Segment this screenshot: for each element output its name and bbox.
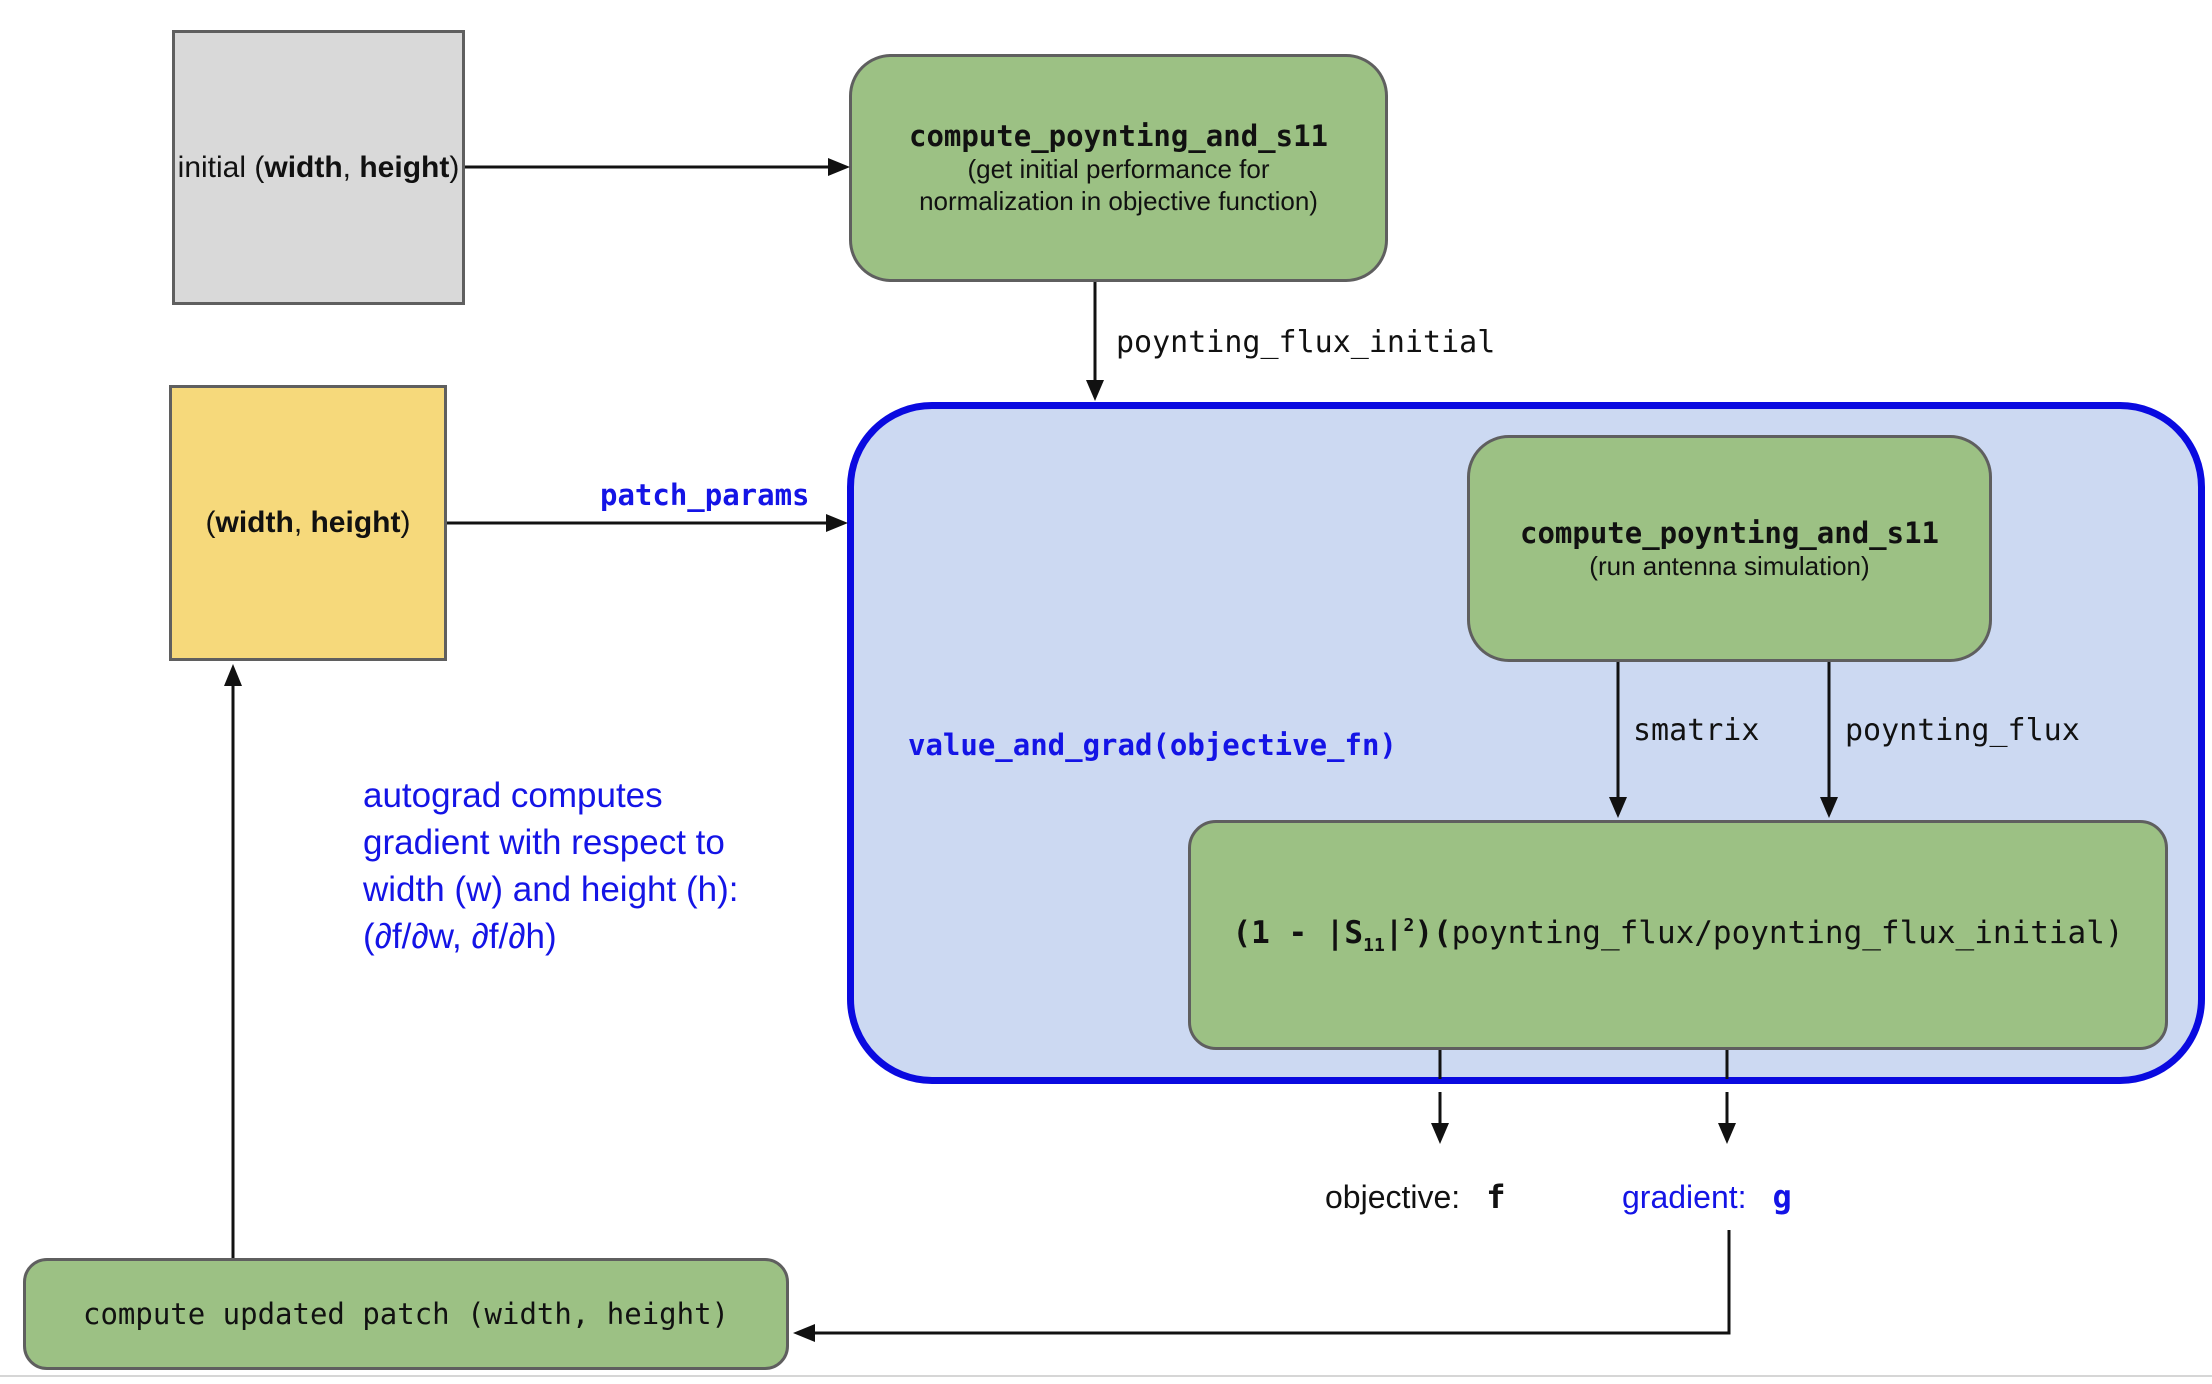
patch-prefix: ( xyxy=(205,506,216,539)
formula-suffix: ) xyxy=(2104,914,2124,951)
edge-label-patch-params: patch_params xyxy=(600,478,810,512)
arrowhead-update-to-patch xyxy=(224,664,242,686)
autograd-note: autograd computes gradient with respect … xyxy=(363,772,738,960)
gradient-output-label: gradient: xyxy=(1622,1179,1747,1215)
formula-close-bold: )( xyxy=(1414,914,1452,951)
compute-initial-subtitle-line2: normalization in objective function) xyxy=(919,186,1318,217)
patch-params-box: (width, height) xyxy=(169,385,447,661)
initial-params-separator: , xyxy=(342,150,360,184)
arrowhead-initial-to-compute-initial xyxy=(828,158,850,176)
formula-abs-bar: | xyxy=(1384,914,1404,951)
initial-params-width: width xyxy=(264,150,343,184)
compute-sim-subtitle: (run antenna simulation) xyxy=(1589,550,1870,581)
initial-params-label: initial (width, height) xyxy=(178,151,460,185)
patch-suffix: ) xyxy=(400,506,411,539)
patch-separator: , xyxy=(293,506,311,539)
edge-label-poynting-flux: poynting_flux xyxy=(1845,713,2080,748)
patch-width: width xyxy=(215,506,294,539)
autograd-note-line4: (∂f/∂w, ∂f/∂h) xyxy=(363,917,557,956)
compute-update-box: compute updated patch (width, height) xyxy=(23,1258,789,1370)
patch-params-label: (width, height) xyxy=(206,506,411,540)
gradient-output: gradient: g xyxy=(1622,1178,1792,1216)
compute-initial-title: compute_poynting_and_s11 xyxy=(908,119,1329,154)
arrowhead-formula-to-gradient xyxy=(1718,1123,1736,1144)
formula-superscript: 2 xyxy=(1403,914,1415,936)
compute-initial-subtitle-line1: (get initial performance for xyxy=(967,154,1270,185)
arrowhead-patch-to-container xyxy=(826,514,848,532)
autograd-note-line3: width (w) and height (h): xyxy=(363,870,739,909)
page-bottom-divider xyxy=(0,1375,2212,1377)
objective-formula-box: (1 - |S11|2)(poynting_flux/poynting_flux… xyxy=(1188,820,2168,1050)
edge-label-poynting-flux-initial: poynting_flux_initial xyxy=(1116,325,1496,360)
objective-output: objective: f xyxy=(1325,1178,1505,1216)
arrowhead-compute-initial-to-container xyxy=(1086,380,1104,401)
compute-initial-box: compute_poynting_and_s11 (get initial pe… xyxy=(849,54,1388,282)
formula-body: poynting_flux/poynting_flux_initial xyxy=(1451,914,2105,951)
autograd-note-line1: autograd computes xyxy=(363,776,663,815)
patch-height: height xyxy=(310,506,401,539)
gradient-output-value: g xyxy=(1772,1178,1792,1216)
compute-sim-title: compute_poynting_and_s11 xyxy=(1519,515,1940,550)
edge-label-smatrix: smatrix xyxy=(1633,713,1760,748)
compute-update-label: compute updated patch (width, height) xyxy=(82,1297,729,1331)
formula-subscript: 11 xyxy=(1363,934,1385,956)
initial-params-suffix: ) xyxy=(449,150,460,184)
objective-output-value: f xyxy=(1486,1178,1506,1216)
initial-params-box: initial (width, height) xyxy=(172,30,465,305)
autograd-note-line2: gradient with respect to xyxy=(363,823,725,862)
objective-output-label: objective: xyxy=(1325,1179,1461,1215)
initial-params-prefix: initial ( xyxy=(177,150,265,184)
formula-open: (1 - |S xyxy=(1232,914,1364,951)
value-and-grad-label: value_and_grad(objective_fn) xyxy=(908,728,1397,762)
arrowhead-gradient-to-update xyxy=(793,1324,815,1342)
initial-params-height: height xyxy=(359,150,450,184)
compute-sim-box: compute_poynting_and_s11 (run antenna si… xyxy=(1467,435,1992,662)
objective-formula: (1 - |S11|2)(poynting_flux/poynting_flux… xyxy=(1232,915,2123,956)
arrow-gradient-to-update xyxy=(806,1230,1731,1335)
arrowhead-formula-to-objective xyxy=(1431,1123,1449,1144)
